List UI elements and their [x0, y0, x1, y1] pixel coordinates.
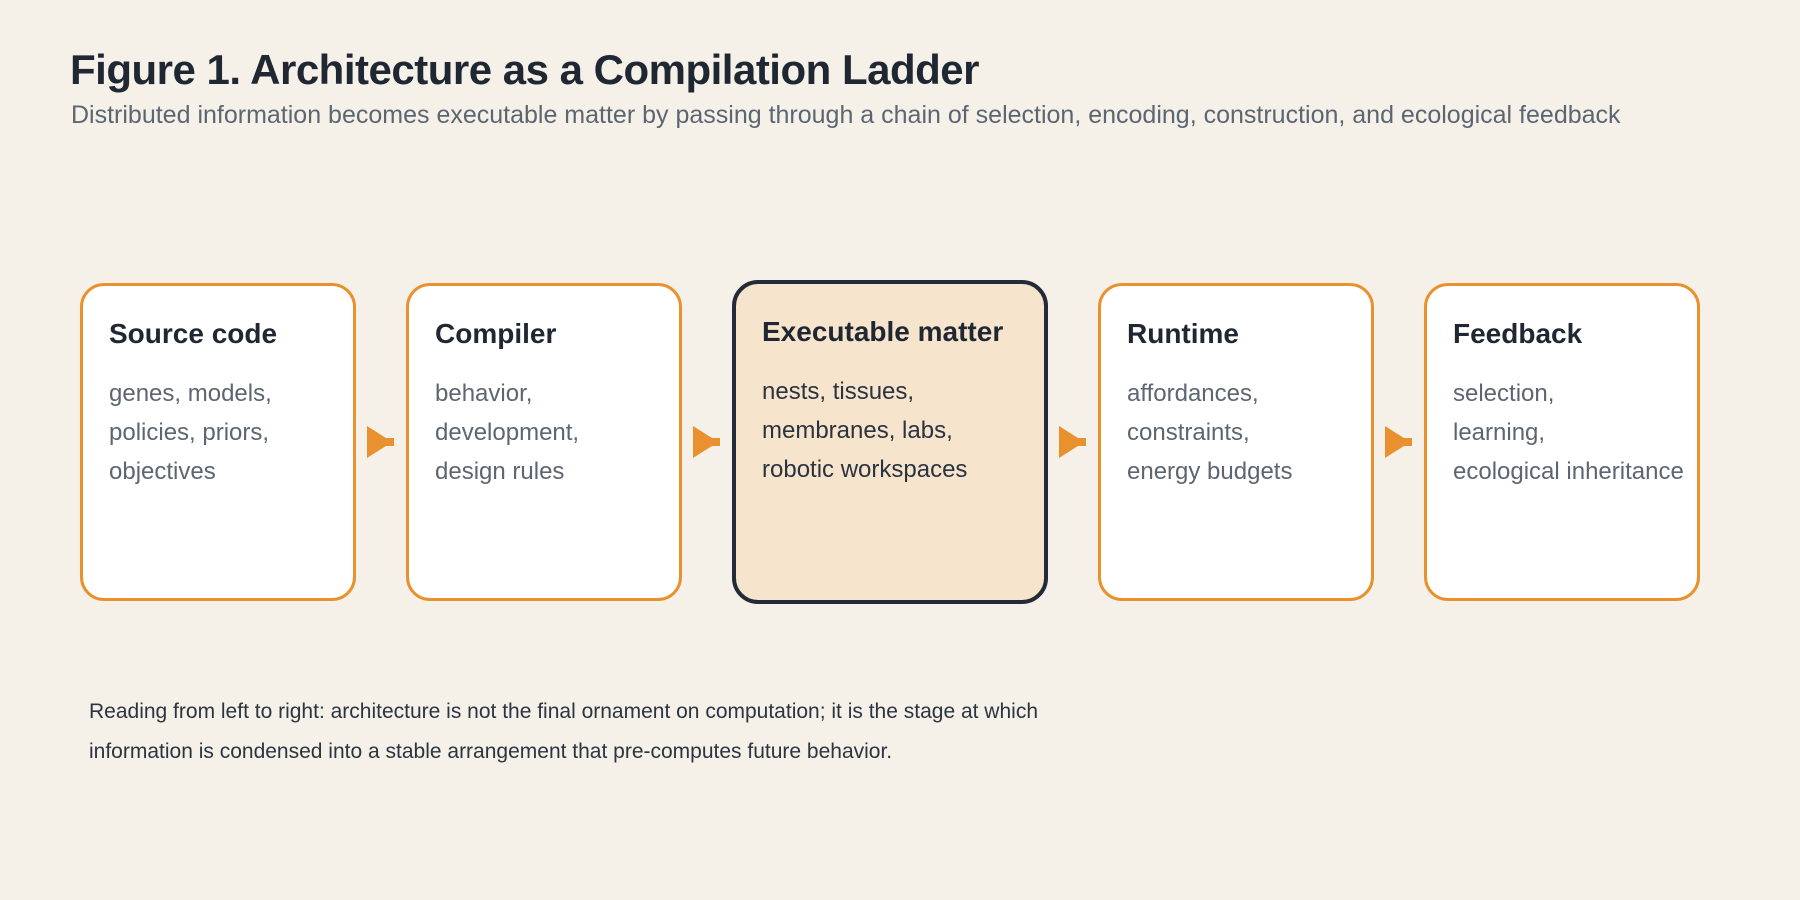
stage-box-runtime: Runtime affordances, constraints, energy…	[1098, 283, 1374, 601]
stage-description-line: affordances,	[1127, 380, 1259, 407]
stage-description-line: ecological inheritance	[1453, 458, 1684, 485]
stage-description-line: selection,	[1453, 380, 1555, 407]
right-arrow-icon	[1385, 426, 1412, 458]
stage-description-line: development,	[435, 419, 580, 446]
stage-description-line: design rules	[435, 458, 565, 485]
stage-connector	[682, 426, 732, 458]
stage-connector	[1048, 426, 1098, 458]
figure-subtitle: Distributed information becomes executab…	[71, 101, 1621, 129]
stage-title: Compiler	[435, 318, 557, 349]
stage-description-line: nests, tissues,	[762, 378, 915, 405]
stage-box-feedback: Feedback selection, learning, ecological…	[1424, 283, 1700, 601]
stage-description-line: membranes, labs,	[762, 417, 953, 444]
stage-description-line: objectives	[109, 458, 216, 485]
stage-connector	[356, 426, 406, 458]
stage-description-line: genes, models,	[109, 380, 272, 407]
stage-box-executable-matter: Executable matter nests, tissues, membra…	[732, 280, 1048, 604]
stage-box-source-code: Source code genes, models, policies, pri…	[80, 283, 356, 601]
caption-line: information is condensed into a stable a…	[89, 740, 893, 763]
stage-description-line: robotic workspaces	[762, 456, 968, 483]
figure-title: Figure 1. Architecture as a Compilation …	[70, 46, 979, 93]
stage-description-line: energy budgets	[1127, 458, 1293, 485]
stage-title: Source code	[109, 318, 278, 349]
stage-description-line: learning,	[1453, 419, 1546, 446]
compilation-ladder: Source code genes, models, policies, pri…	[80, 280, 1700, 604]
figure-caption: Reading from left to right: architecture…	[89, 692, 1038, 772]
stage-title: Feedback	[1453, 318, 1583, 349]
stage-connector	[1374, 426, 1424, 458]
right-arrow-icon	[693, 426, 720, 458]
caption-line: Reading from left to right: architecture…	[89, 700, 1038, 723]
right-arrow-icon	[1059, 426, 1086, 458]
stage-box-compiler: Compiler behavior, development, design r…	[406, 283, 682, 601]
stage-title: Executable matter	[762, 316, 1004, 347]
stage-description-line: constraints,	[1127, 419, 1250, 446]
right-arrow-icon	[367, 426, 394, 458]
stage-title: Runtime	[1127, 318, 1239, 349]
stage-description-line: policies, priors,	[109, 419, 270, 446]
stage-description-line: behavior,	[435, 380, 533, 407]
